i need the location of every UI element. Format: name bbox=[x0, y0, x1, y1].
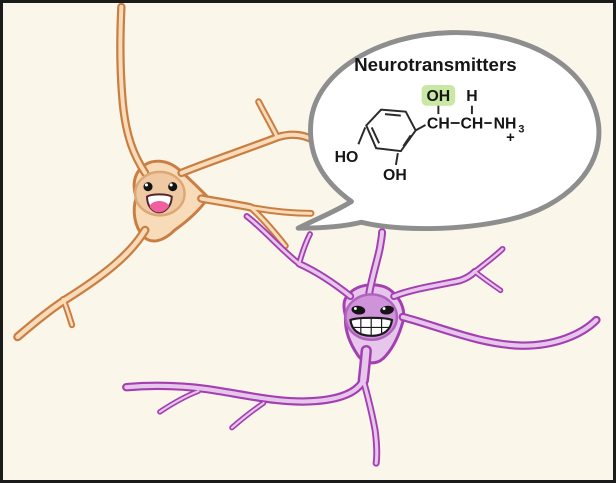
label-h-top: H bbox=[466, 88, 477, 105]
label-oh-ring-bottom: OH bbox=[383, 167, 407, 184]
label-plus-charge: + bbox=[506, 130, 515, 146]
bond-lines bbox=[357, 105, 492, 166]
orange-neuron-face bbox=[143, 182, 178, 214]
purple-grin-teeth bbox=[350, 317, 392, 336]
purple-left-eye-highlight bbox=[353, 307, 357, 311]
orange-neuron bbox=[18, 7, 314, 337]
label-oh-highlighted: OH bbox=[427, 88, 451, 105]
label-nh: NH bbox=[494, 115, 517, 132]
purple-neuron-face bbox=[349, 305, 394, 337]
speech-bubble: Neurotransmitters bbox=[295, 30, 602, 232]
purple-neuron bbox=[126, 216, 596, 463]
orange-right-eye-highlight bbox=[169, 183, 173, 187]
label-nh-subscript: 3 bbox=[518, 123, 524, 135]
orange-right-eye bbox=[168, 182, 178, 192]
orange-left-eye-highlight bbox=[144, 183, 149, 187]
norepinephrine-structure: OH H CH CH NH 3 + HO OH bbox=[335, 84, 524, 184]
bubble-title: Neurotransmitters bbox=[354, 54, 517, 75]
oh-highlight-box bbox=[421, 84, 456, 106]
orange-tongue bbox=[149, 201, 170, 213]
label-ch-left: CH bbox=[427, 115, 450, 132]
label-ho-ring-left: HO bbox=[335, 149, 359, 166]
neuron-illustration: Neurotransmitters bbox=[3, 3, 602, 480]
speech-bubble-shape bbox=[295, 30, 602, 232]
orange-left-eye bbox=[143, 182, 153, 192]
label-ch-right: CH bbox=[461, 115, 484, 132]
purple-right-eye-highlight bbox=[382, 307, 386, 311]
